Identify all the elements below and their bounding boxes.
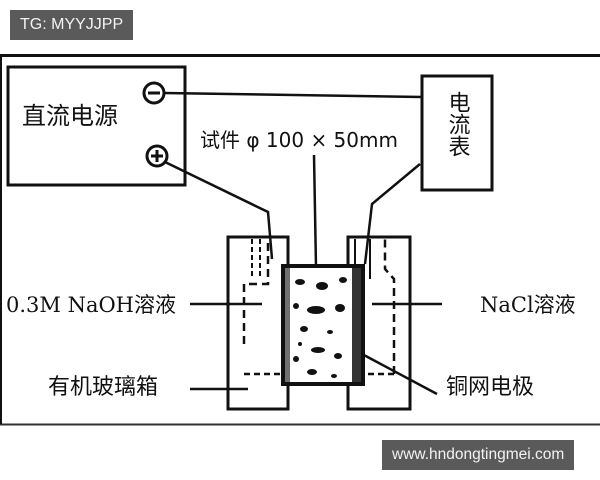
nacl-solution-label: NaCl溶液 [480, 293, 576, 317]
naoh-solution-label: 0.3M NaOH溶液 [6, 293, 176, 317]
wires [163, 91, 423, 268]
watermark-top: TG: MYYJJPP [10, 10, 134, 40]
acrylic-tank-label: 有机玻璃箱 [48, 375, 158, 400]
power-supply-label: 直流电源 [22, 102, 118, 130]
ammeter-label: 电流表 [445, 91, 471, 157]
negative-terminal-icon [142, 81, 166, 105]
copper-mesh-electrode-label: 铜网电极 [446, 375, 534, 400]
power-supply-box: 直流电源 [6, 65, 187, 187]
leader-lines [190, 302, 442, 396]
experiment-setup-diagram: 直流电源 电流表 试件 φ 100 × 50mm [0, 54, 600, 426]
positive-terminal-icon [145, 144, 169, 168]
left-tank [226, 235, 290, 411]
watermark-bottom: www.hndongtingmei.com [382, 440, 575, 470]
ammeter-box: 电流表 [420, 74, 494, 192]
concrete-specimen [281, 264, 365, 386]
specimen-label: 试件 φ 100 × 50mm [200, 128, 398, 152]
